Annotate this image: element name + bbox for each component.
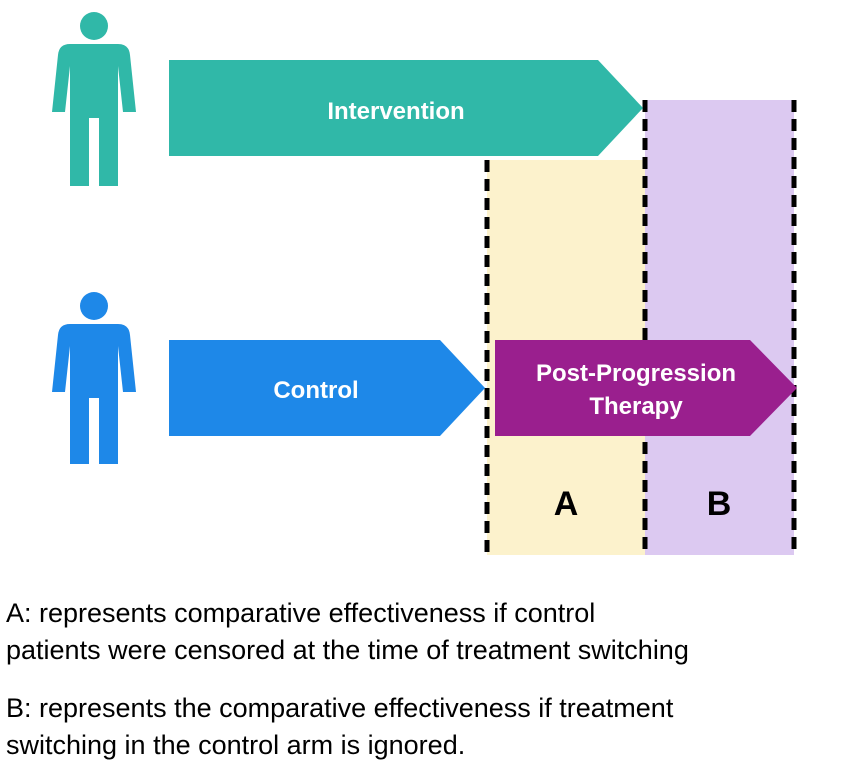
post-progression-therapy-arrow: Post-Progression Therapy (495, 340, 797, 436)
caption-a: A: represents comparative effectiveness … (6, 595, 852, 669)
control-label: Control (273, 377, 358, 404)
intervention-arrow: Intervention (169, 60, 643, 156)
zone-b-label: B (707, 485, 732, 523)
control-person-icon (52, 292, 136, 464)
intervention-label: Intervention (327, 98, 464, 125)
caption-a-line2: patients were censored at the time of tr… (6, 635, 689, 665)
zone-b-background (645, 100, 794, 555)
post-progression-label-line2: Therapy (589, 393, 683, 420)
caption-b-line1: B: represents the comparative effectiven… (6, 693, 674, 723)
treatment-switching-diagram: Intervention Control Post-Progression Th… (52, 12, 797, 555)
caption-b: B: represents the comparative effectiven… (6, 690, 852, 764)
intervention-person-icon (52, 12, 136, 186)
zone-a-label: A (554, 485, 579, 523)
caption-b-line2: switching in the control arm is ignored. (6, 730, 466, 760)
caption-a-line1: A: represents comparative effectiveness … (6, 598, 596, 628)
post-progression-label-line1: Post-Progression (536, 360, 736, 387)
control-arrow: Control (169, 340, 485, 436)
